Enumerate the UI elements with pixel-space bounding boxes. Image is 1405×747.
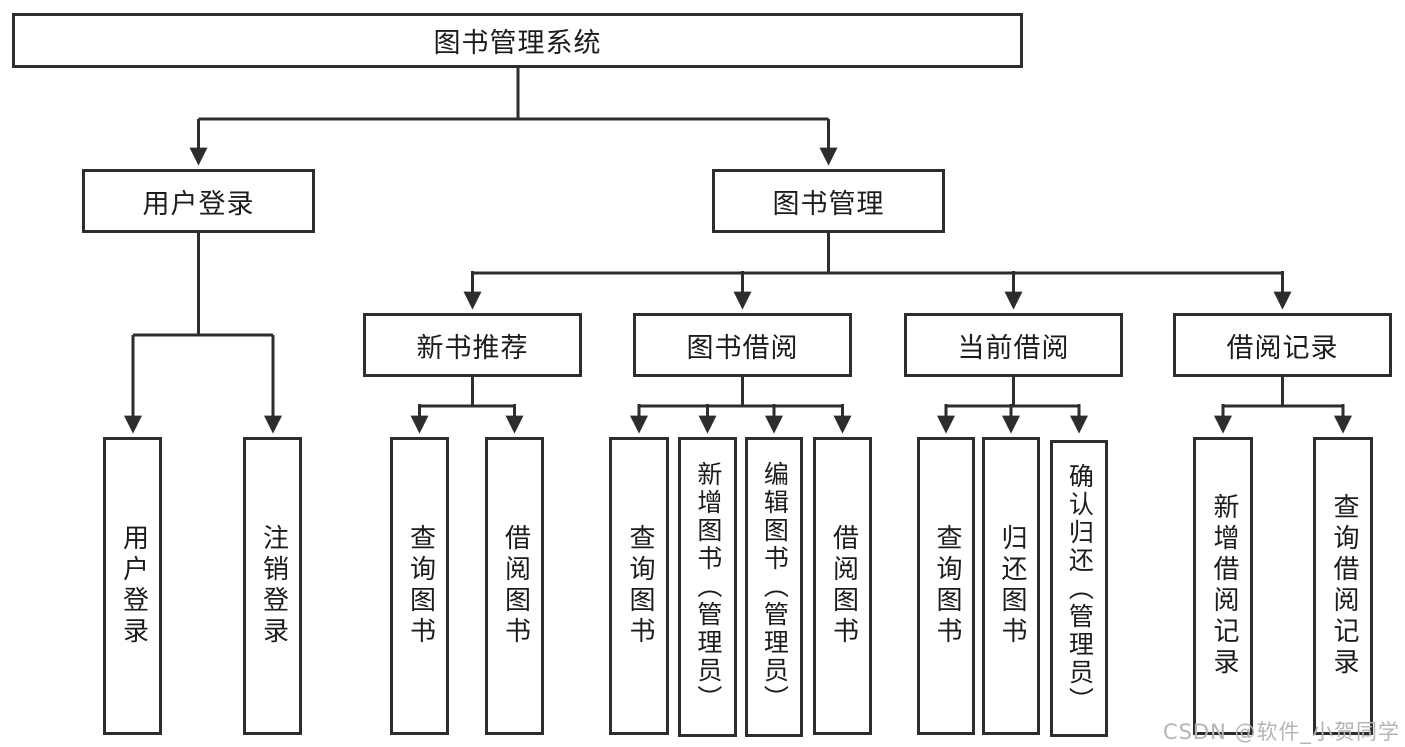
node-new-book-recommend-label: 新书推荐 [416, 332, 529, 364]
node-user-login: 用户登录 [82, 169, 315, 233]
node-borrow-records: 借阅记录 [1173, 313, 1392, 377]
leaf-records-add-record: 新增借阅记录 [1193, 437, 1253, 735]
leaf-borrow-add-books-admin-label: 新增图书（管理员） [693, 461, 723, 713]
leaf-recommend-query-books-label: 查询图书 [405, 524, 436, 648]
node-book-borrow-label: 图书借阅 [686, 332, 799, 364]
leaf-current-confirm-return-admin: 确认归还（管理员） [1050, 440, 1108, 737]
connector-root-to-level2 [189, 68, 838, 166]
leaf-borrow-add-books-admin: 新增图书（管理员） [678, 437, 737, 737]
connector-new-book-recommend-branch [410, 377, 524, 434]
node-user-login-label: 用户登录 [142, 188, 255, 220]
node-current-borrow-label: 当前借阅 [957, 332, 1070, 364]
leaf-current-confirm-return-admin-label: 确认归还（管理员） [1065, 462, 1095, 715]
watermark: CSDN @软件_小贺同学 [1162, 720, 1400, 744]
leaf-user-login-label: 用户登录 [118, 524, 149, 648]
leaf-current-query-books-label: 查询图书 [931, 524, 962, 648]
leaf-borrow-edit-books-admin-label: 编辑图书（管理员） [760, 461, 790, 713]
node-new-book-recommend: 新书推荐 [363, 313, 582, 377]
connector-book-management-branch [463, 233, 1292, 310]
node-book-borrow: 图书借阅 [633, 313, 852, 377]
node-root: 图书管理系统 [12, 13, 1023, 68]
connector-borrow-records-branch [1214, 377, 1352, 434]
leaf-recommend-borrow-books-label: 借阅图书 [500, 524, 531, 648]
node-root-label: 图书管理系统 [433, 28, 602, 59]
leaf-records-query-record: 查询借阅记录 [1313, 437, 1373, 735]
node-book-management-label: 图书管理 [772, 188, 885, 220]
leaf-borrow-query-books-label: 查询图书 [624, 524, 655, 648]
leaf-current-query-books: 查询图书 [917, 437, 975, 735]
leaf-current-return-books: 归还图书 [982, 437, 1040, 735]
leaf-user-login: 用户登录 [103, 437, 162, 735]
leaf-recommend-query-books: 查询图书 [390, 437, 449, 735]
leaf-logout-login: 注销登录 [243, 437, 302, 735]
leaf-borrow-borrow-books-label: 借阅图书 [828, 524, 859, 648]
leaf-logout-login-label: 注销登录 [258, 524, 289, 648]
node-borrow-records-label: 借阅记录 [1226, 332, 1339, 364]
node-current-borrow: 当前借阅 [904, 313, 1123, 377]
leaf-current-return-books-label: 归还图书 [996, 524, 1027, 648]
leaf-records-add-record-label: 新增借阅记录 [1208, 493, 1239, 679]
leaf-borrow-borrow-books: 借阅图书 [813, 437, 872, 735]
connector-user-login-branch [124, 233, 282, 434]
leaf-records-query-record-label: 查询借阅记录 [1328, 493, 1359, 679]
node-book-management: 图书管理 [712, 169, 945, 233]
connector-book-borrow-branch [630, 377, 852, 434]
leaf-recommend-borrow-books: 借阅图书 [485, 437, 544, 735]
leaf-borrow-edit-books-admin: 编辑图书（管理员） [745, 437, 803, 737]
leaf-borrow-query-books: 查询图书 [609, 437, 669, 735]
connector-current-borrow-branch [937, 377, 1088, 434]
